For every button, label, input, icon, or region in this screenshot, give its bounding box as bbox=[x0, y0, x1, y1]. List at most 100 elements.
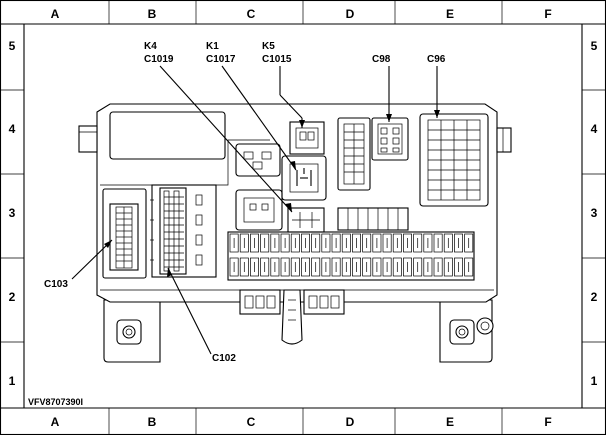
fuse-cell bbox=[403, 233, 412, 253]
bottom-relay-right bbox=[303, 289, 345, 315]
grid-col-b-bottom: B bbox=[148, 415, 157, 429]
fuse-cell bbox=[331, 233, 341, 253]
fuse-cell bbox=[454, 233, 463, 253]
fuse-cell bbox=[392, 233, 402, 253]
grid-row-1-left: 1 bbox=[9, 374, 16, 388]
grid-col-e-top: E bbox=[446, 7, 454, 21]
grid-col-f-bottom: F bbox=[544, 415, 551, 429]
callout-k1-relay: K1 bbox=[206, 41, 219, 52]
relay-k5 bbox=[289, 121, 325, 155]
fuse-cell bbox=[290, 233, 300, 253]
fuse-cell bbox=[321, 233, 331, 253]
callout-k5-relay: K5 bbox=[262, 41, 275, 52]
fuse-cell bbox=[382, 257, 392, 277]
relay-k4 bbox=[235, 143, 281, 177]
grid-row-3-right: 3 bbox=[591, 206, 598, 220]
fuse-cell bbox=[239, 257, 249, 277]
fuse-cell bbox=[423, 233, 433, 253]
grid-col-c-bottom: C bbox=[247, 415, 256, 429]
grid-row-1-right: 1 bbox=[591, 374, 598, 388]
fuse-cell bbox=[229, 257, 239, 277]
grid-col-d-bottom: D bbox=[346, 415, 355, 429]
bottom-relay-left bbox=[239, 289, 281, 315]
relay-k1 bbox=[281, 155, 327, 201]
grid-col-f-top: F bbox=[544, 7, 551, 21]
grid-columns-top: A B C D E F bbox=[51, 7, 552, 21]
fuse-cell bbox=[362, 257, 372, 277]
connector-c96 bbox=[419, 113, 489, 207]
fuse-cell bbox=[321, 257, 331, 277]
leader-lines bbox=[71, 65, 438, 355]
grid-col-b-top: B bbox=[148, 7, 157, 21]
fuse-cell bbox=[270, 257, 280, 277]
fuse-cell bbox=[270, 233, 280, 253]
fuse-cell bbox=[464, 233, 474, 253]
fuse-cell bbox=[352, 233, 361, 253]
fuse-cell bbox=[341, 257, 351, 277]
callout-k4-connector: C1019 bbox=[144, 54, 174, 65]
callout-c98: C98 bbox=[372, 54, 391, 65]
grid-row-3-left: 3 bbox=[9, 206, 16, 220]
mini-fuse-upper-row bbox=[337, 207, 409, 231]
callout-c96: C96 bbox=[427, 54, 446, 65]
fuse-box-housing bbox=[78, 103, 512, 363]
fuse-cell bbox=[290, 257, 300, 277]
fuse-cell bbox=[413, 257, 423, 277]
fuse-cell bbox=[464, 257, 474, 277]
grid-row-2-left: 2 bbox=[9, 290, 16, 304]
relay-lower-left bbox=[235, 189, 283, 231]
grid-col-c-top: C bbox=[247, 7, 256, 21]
fuse-cell bbox=[341, 233, 351, 253]
fuse-cell bbox=[372, 233, 382, 253]
grid-rows-right: 5 4 3 2 1 bbox=[591, 39, 598, 388]
fuse-cell bbox=[301, 257, 310, 277]
bottom-cable-tab bbox=[281, 289, 303, 345]
fuse-cell bbox=[250, 257, 259, 277]
fuse-cell bbox=[260, 257, 270, 277]
fuse-cell bbox=[372, 257, 382, 277]
fuse-cell bbox=[280, 233, 290, 253]
grid-columns-bottom: A B C D E F bbox=[51, 415, 552, 429]
fuse-cell bbox=[454, 257, 463, 277]
grid-row-5-right: 5 bbox=[591, 39, 598, 53]
callout-c103: C103 bbox=[44, 279, 68, 290]
fuse-cell bbox=[362, 233, 372, 253]
callout-k5: K5 C1015 bbox=[262, 41, 292, 65]
fuse-cell bbox=[433, 233, 443, 253]
fuse-cell bbox=[443, 257, 453, 277]
fuse-cell bbox=[413, 233, 423, 253]
fuse-cell bbox=[382, 233, 392, 253]
fuse-cell bbox=[311, 233, 321, 253]
grid-row-5-left: 5 bbox=[9, 39, 16, 53]
fuse-cell bbox=[280, 257, 290, 277]
grid-col-a-top: A bbox=[51, 7, 60, 21]
grid-rows-left: 5 4 3 2 1 bbox=[9, 39, 16, 388]
grid-col-a-bottom: A bbox=[51, 415, 60, 429]
leader-arrowheads bbox=[104, 110, 440, 277]
fuse-cell bbox=[331, 257, 341, 277]
fuse-cell bbox=[301, 233, 310, 253]
callout-k5-connector: C1015 bbox=[262, 54, 292, 65]
connector-center-vertical bbox=[337, 117, 371, 191]
fuse-cell bbox=[311, 257, 321, 277]
fuse-cell bbox=[260, 233, 270, 253]
figure-reference-code: VFV8707390I bbox=[28, 397, 83, 407]
callout-k4-relay: K4 bbox=[144, 41, 157, 52]
grid-col-e-bottom: E bbox=[446, 415, 454, 429]
callout-k1: K1 C1017 bbox=[206, 41, 236, 65]
callout-c102: C102 bbox=[212, 353, 236, 364]
grid-col-d-top: D bbox=[346, 7, 355, 21]
fuse-cell bbox=[250, 233, 259, 253]
fuse-cell bbox=[352, 257, 361, 277]
fuse-cell bbox=[392, 257, 402, 277]
fuse-cell bbox=[239, 233, 249, 253]
fuse-cell bbox=[433, 257, 443, 277]
connector-c102 bbox=[150, 184, 217, 278]
connector-c103 bbox=[102, 188, 147, 279]
fuse-block-main bbox=[227, 231, 475, 281]
fuse-cell bbox=[403, 257, 412, 277]
fuse-cell bbox=[443, 233, 453, 253]
fuse-cell bbox=[229, 233, 239, 253]
